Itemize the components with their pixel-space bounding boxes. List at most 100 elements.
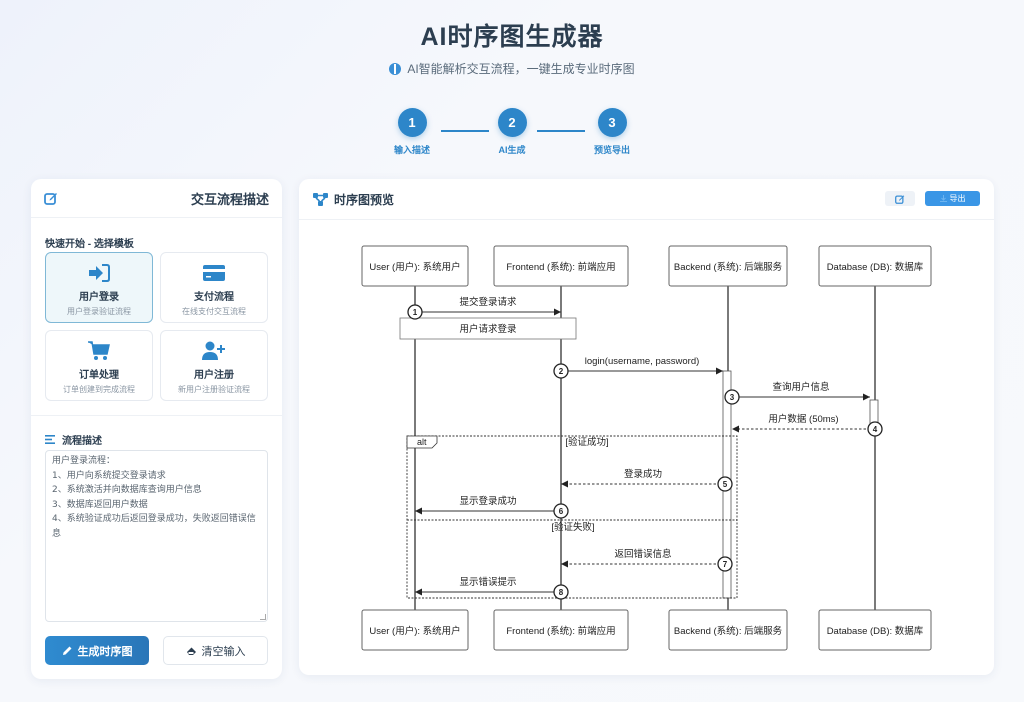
step-1: 1 输入描述 (387, 108, 437, 156)
description-textarea[interactable]: 用户登录流程： 1、用户向系统提交登录请求 2、系统激活并向数据库查询用户信息 … (45, 450, 268, 622)
sequence-diagram: User (用户): 系统用户 Frontend (系统): 前端应用 Backen… (299, 221, 994, 675)
message-label: 返回错误信息 (614, 548, 671, 560)
participant-box (668, 245, 788, 287)
arrowhead (716, 367, 723, 375)
page-subtitle: AI智能解析交互流程，一键生成专业时序图 (0, 60, 1024, 77)
step-connector (441, 130, 489, 132)
alt-condition-2: [验证失败] (551, 521, 594, 533)
template-desc: 在线支付交互流程 (182, 307, 246, 316)
template-name: 用户注册 (194, 370, 234, 381)
template-register[interactable]: 用户注册 新用户注册验证流程 (160, 330, 268, 401)
message-label: 登录成功 (624, 468, 662, 480)
step-3-circle: 3 (597, 108, 627, 137)
participant-box (493, 609, 629, 651)
message-number-circle (407, 304, 423, 320)
alt-tag (406, 435, 438, 449)
preview-title: 时序图预览 (334, 192, 395, 207)
brain-icon (389, 62, 402, 75)
download-icon (939, 195, 947, 202)
message-number-circle (717, 476, 733, 492)
sign-in-icon (46, 263, 152, 283)
message-label: 显示错误提示 (459, 576, 516, 588)
message-number-circle (717, 556, 733, 572)
step-3: 3 预览导出 (587, 108, 637, 156)
message-number: 1 (413, 308, 418, 317)
template-desc: 新用户注册验证流程 (178, 385, 250, 394)
arrowhead (415, 588, 422, 596)
edit-diagram-button[interactable] (885, 191, 915, 206)
arrowhead (561, 480, 568, 488)
progress-steps: 1 输入描述 2 AI生成 3 预览导出 (394, 108, 637, 156)
step-2-label: AI生成 (498, 145, 526, 155)
step-2: 2 AI生成 (487, 108, 537, 156)
list-icon (45, 435, 55, 444)
message-number-circle (553, 363, 569, 379)
arrowhead (554, 308, 561, 316)
participant-box (493, 245, 629, 287)
message-number: 4 (873, 425, 878, 434)
template-desc: 用户登录验证流程 (67, 307, 131, 316)
pencil-icon (62, 646, 71, 655)
message-number-circle (867, 421, 883, 437)
message-label: 显示登录成功 (459, 495, 516, 507)
alt-frame (406, 435, 738, 599)
message-label: login(username, password) (585, 356, 700, 367)
template-desc: 订单创建到完成流程 (63, 385, 135, 394)
message-number: 5 (723, 480, 728, 489)
participant-box (818, 245, 932, 287)
clear-button-label: 清空输入 (201, 645, 246, 658)
step-1-label: 输入描述 (393, 145, 430, 155)
shopping-cart-icon (46, 341, 152, 361)
message-number: 8 (559, 588, 564, 597)
message-number-circle (724, 389, 740, 405)
description-label: 流程描述 (62, 436, 102, 447)
message-number-circle (553, 584, 569, 600)
template-name: 支付流程 (194, 292, 234, 303)
template-order[interactable]: 订单处理 订单创建到完成流程 (45, 330, 153, 401)
user-plus-icon (161, 341, 267, 361)
credit-card-icon (161, 263, 267, 283)
input-panel-title: 交互流程描述 (190, 191, 269, 207)
message-label: 查询用户信息 (772, 381, 829, 393)
participant-label: Backend (系统): 后端服务 (674, 625, 783, 637)
export-button-label: 导出 (949, 194, 966, 203)
subtitle-text: AI智能解析交互流程，一键生成专业时序图 (407, 62, 635, 76)
arrowhead (732, 425, 739, 433)
participant-label: Frontend (系统): 前端应用 (506, 261, 615, 273)
alt-condition-1: [验证成功] (565, 436, 608, 448)
template-payment[interactable]: 支付流程 在线支付交互流程 (160, 252, 268, 323)
participant-label: User (用户): 系统用户 (369, 261, 460, 273)
generate-button[interactable]: 生成时序图 (45, 636, 149, 665)
message-number: 2 (559, 367, 564, 376)
edit-icon (44, 191, 58, 205)
step-1-circle: 1 (397, 108, 427, 137)
edit-icon (895, 194, 905, 204)
generate-button-label: 生成时序图 (77, 645, 133, 658)
section-divider (31, 415, 282, 416)
participant-box (361, 609, 469, 651)
participant-label: Database (DB): 数据库 (827, 261, 924, 273)
message-label: 用户数据 (50ms) (768, 413, 838, 425)
input-panel-header: 交互流程描述 (31, 179, 282, 218)
participant-box (668, 609, 788, 651)
message-label: 提交登录请求 (459, 296, 517, 308)
input-panel: 交互流程描述 快速开始 - 选择模板 用户登录 用户登录验证流程 支付流程 在线… (31, 179, 282, 679)
export-button[interactable]: 导出 (925, 191, 980, 206)
eraser-icon (186, 647, 196, 655)
preview-panel: 时序图预览 导出 User (用户): 系统用户 Frontend (系统): 前… (299, 179, 994, 675)
participant-label: User (用户): 系统用户 (369, 625, 460, 637)
step-connector (537, 130, 585, 132)
clear-button[interactable]: 清空输入 (163, 636, 268, 665)
message-number-circle (553, 503, 569, 519)
step-3-label: 预览导出 (593, 145, 630, 155)
template-user-login[interactable]: 用户登录 用户登录验证流程 (45, 252, 153, 323)
message-number: 6 (559, 507, 564, 516)
sequence-diagram-svg: User (用户): 系统用户 Frontend (系统): 前端应用 Backen… (361, 245, 932, 651)
page-title: AI时序图生成器 (420, 23, 604, 51)
diagram-icon (313, 192, 328, 206)
participant-box (361, 245, 469, 287)
arrowhead (415, 507, 422, 515)
arrowhead (561, 560, 568, 568)
preview-panel-header: 时序图预览 (299, 179, 994, 220)
alt-keyword: alt (417, 437, 427, 447)
